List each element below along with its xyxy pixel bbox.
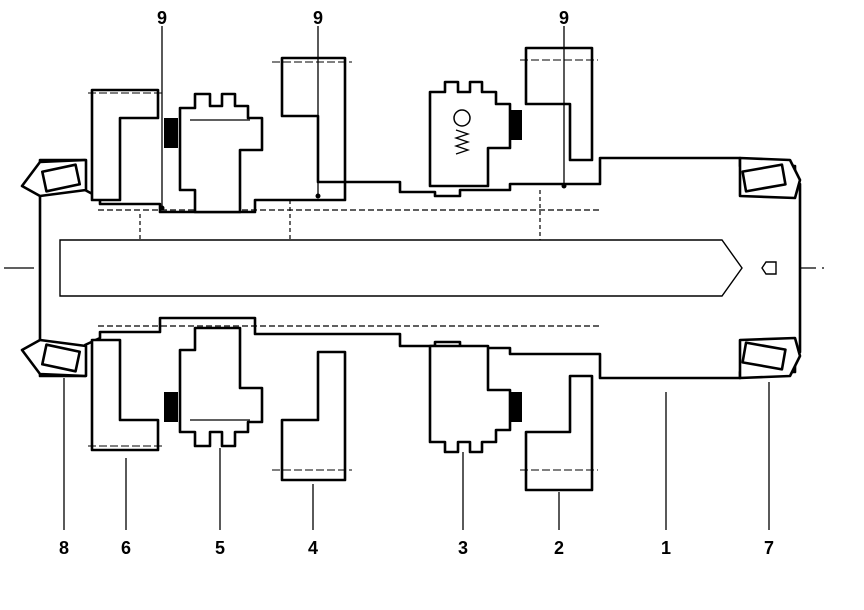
callout-labels: 9 9 9 8 6 5 4 3 2 1 7 [59, 8, 774, 558]
left-tapered-bearing [20, 158, 88, 378]
main-shaft [38, 156, 802, 380]
top-leader-lines [159, 26, 567, 211]
gear-2 [520, 46, 598, 492]
callout-8: 8 [59, 538, 69, 558]
gear-4 [272, 56, 352, 482]
gear-6 [88, 88, 162, 452]
bottom-leader-lines [63, 378, 770, 530]
right-tapered-bearing [738, 156, 802, 380]
callout-6: 6 [121, 538, 131, 558]
callout-2: 2 [554, 538, 564, 558]
callout-3: 3 [458, 538, 468, 558]
callout-9-right: 9 [559, 8, 569, 28]
callout-5: 5 [215, 538, 225, 558]
callout-4: 4 [308, 538, 318, 558]
callout-1: 1 [661, 538, 671, 558]
synchronizer-5 [164, 92, 264, 448]
callout-9-left: 9 [157, 8, 167, 28]
callout-7: 7 [764, 538, 774, 558]
callout-9-middle: 9 [313, 8, 323, 28]
synchronizer-3 [428, 80, 522, 454]
